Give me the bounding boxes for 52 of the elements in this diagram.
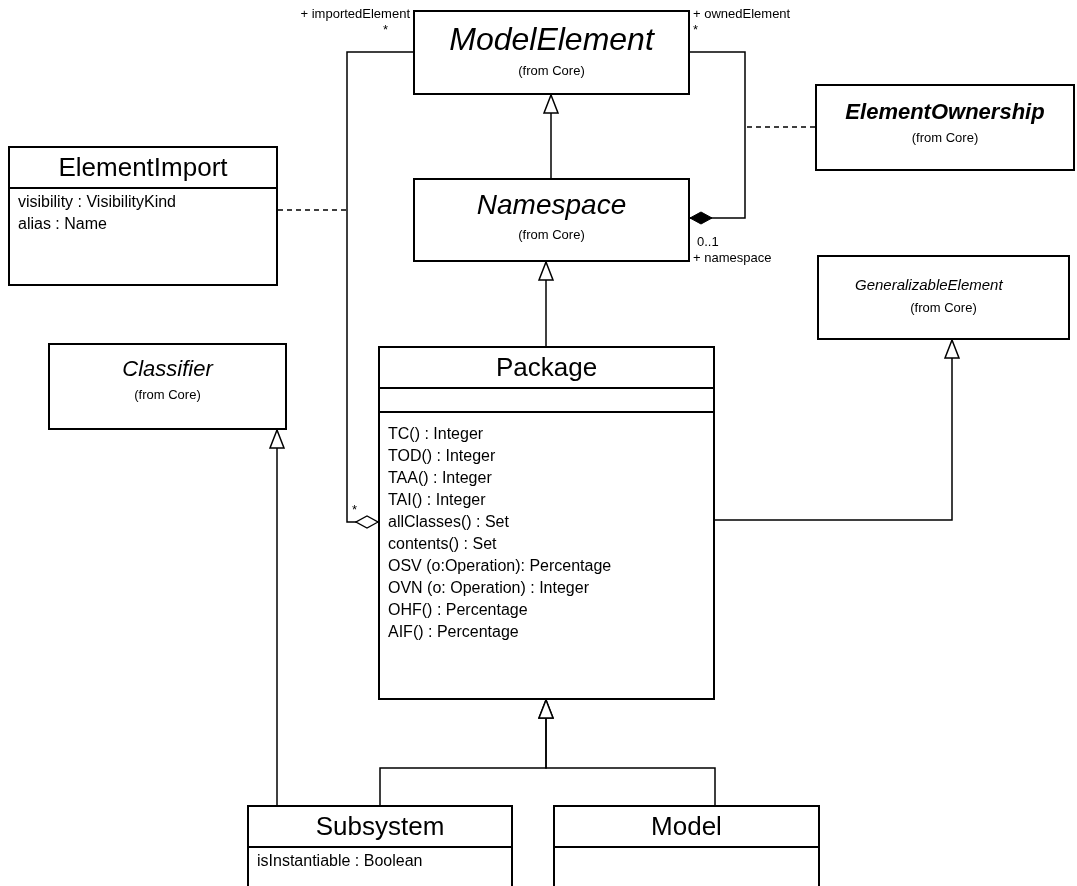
package-note: (from Core): [909, 299, 978, 315]
class-name: Package: [494, 351, 599, 384]
operation-text: OSV (o:Operation): Percentage: [388, 556, 613, 577]
class-name: Classifier: [121, 355, 215, 382]
class-name: Model: [650, 810, 723, 843]
class-box: [817, 255, 1070, 340]
operation-text: TAI() : Integer: [388, 490, 487, 511]
generalization-arrow: [538, 261, 554, 347]
generalization-arrow: [543, 94, 559, 179]
class-name: Subsystem: [314, 810, 446, 843]
class-name: GeneralizableElement: [854, 275, 1004, 294]
package-note: (from Core): [517, 63, 586, 79]
class-box: [48, 343, 287, 430]
operation-text: TOD() : Integer: [388, 446, 497, 467]
operation-text: TAA() : Integer: [388, 468, 493, 489]
class-box: [413, 178, 690, 262]
association-class-line: [277, 209, 348, 211]
attribute-text: alias : Name: [18, 214, 108, 235]
operation-text: AIF() : Percentage: [388, 622, 520, 643]
association-class-line: [744, 126, 816, 128]
operation-text: OVN (o: Operation) : Integer: [388, 578, 590, 599]
role-label: + namespace: [693, 250, 772, 265]
generalization-arrow: [538, 699, 716, 806]
class-name: ModelElement: [448, 20, 656, 58]
role-label: *: [383, 22, 389, 37]
class-box: [378, 346, 715, 700]
operation-text: OHF() : Percentage: [388, 600, 529, 621]
class-box: [8, 146, 278, 286]
role-label: *: [693, 22, 699, 37]
class-box: [247, 805, 513, 886]
package-note: (from Core): [910, 130, 980, 146]
class-name: ElementImport: [57, 151, 229, 184]
operation-text: allClasses() : Set: [388, 512, 510, 533]
generalization-arrow: [714, 339, 960, 521]
operation-text: contents() : Set: [388, 534, 498, 555]
generalization-arrow: [269, 429, 285, 806]
operation-text: TC() : Integer: [388, 424, 485, 445]
role-label: + importedElement: [299, 6, 410, 21]
role-label: 0..1: [697, 234, 719, 249]
aggregation-line: [346, 51, 414, 529]
role-label: *: [352, 502, 358, 517]
role-label: + ownedElement: [693, 6, 791, 21]
class-name: ElementOwnership: [844, 98, 1046, 125]
attribute-text: isInstantiable : Boolean: [257, 851, 424, 872]
class-box: [413, 10, 690, 95]
composition-line: [689, 51, 746, 225]
attribute-text: visibility : VisibilityKind: [18, 192, 177, 213]
class-name: Namespace: [475, 188, 628, 221]
class-box: [553, 805, 820, 886]
package-note: (from Core): [517, 226, 586, 242]
class-box: [815, 84, 1075, 171]
package-note: (from Core): [133, 387, 202, 403]
